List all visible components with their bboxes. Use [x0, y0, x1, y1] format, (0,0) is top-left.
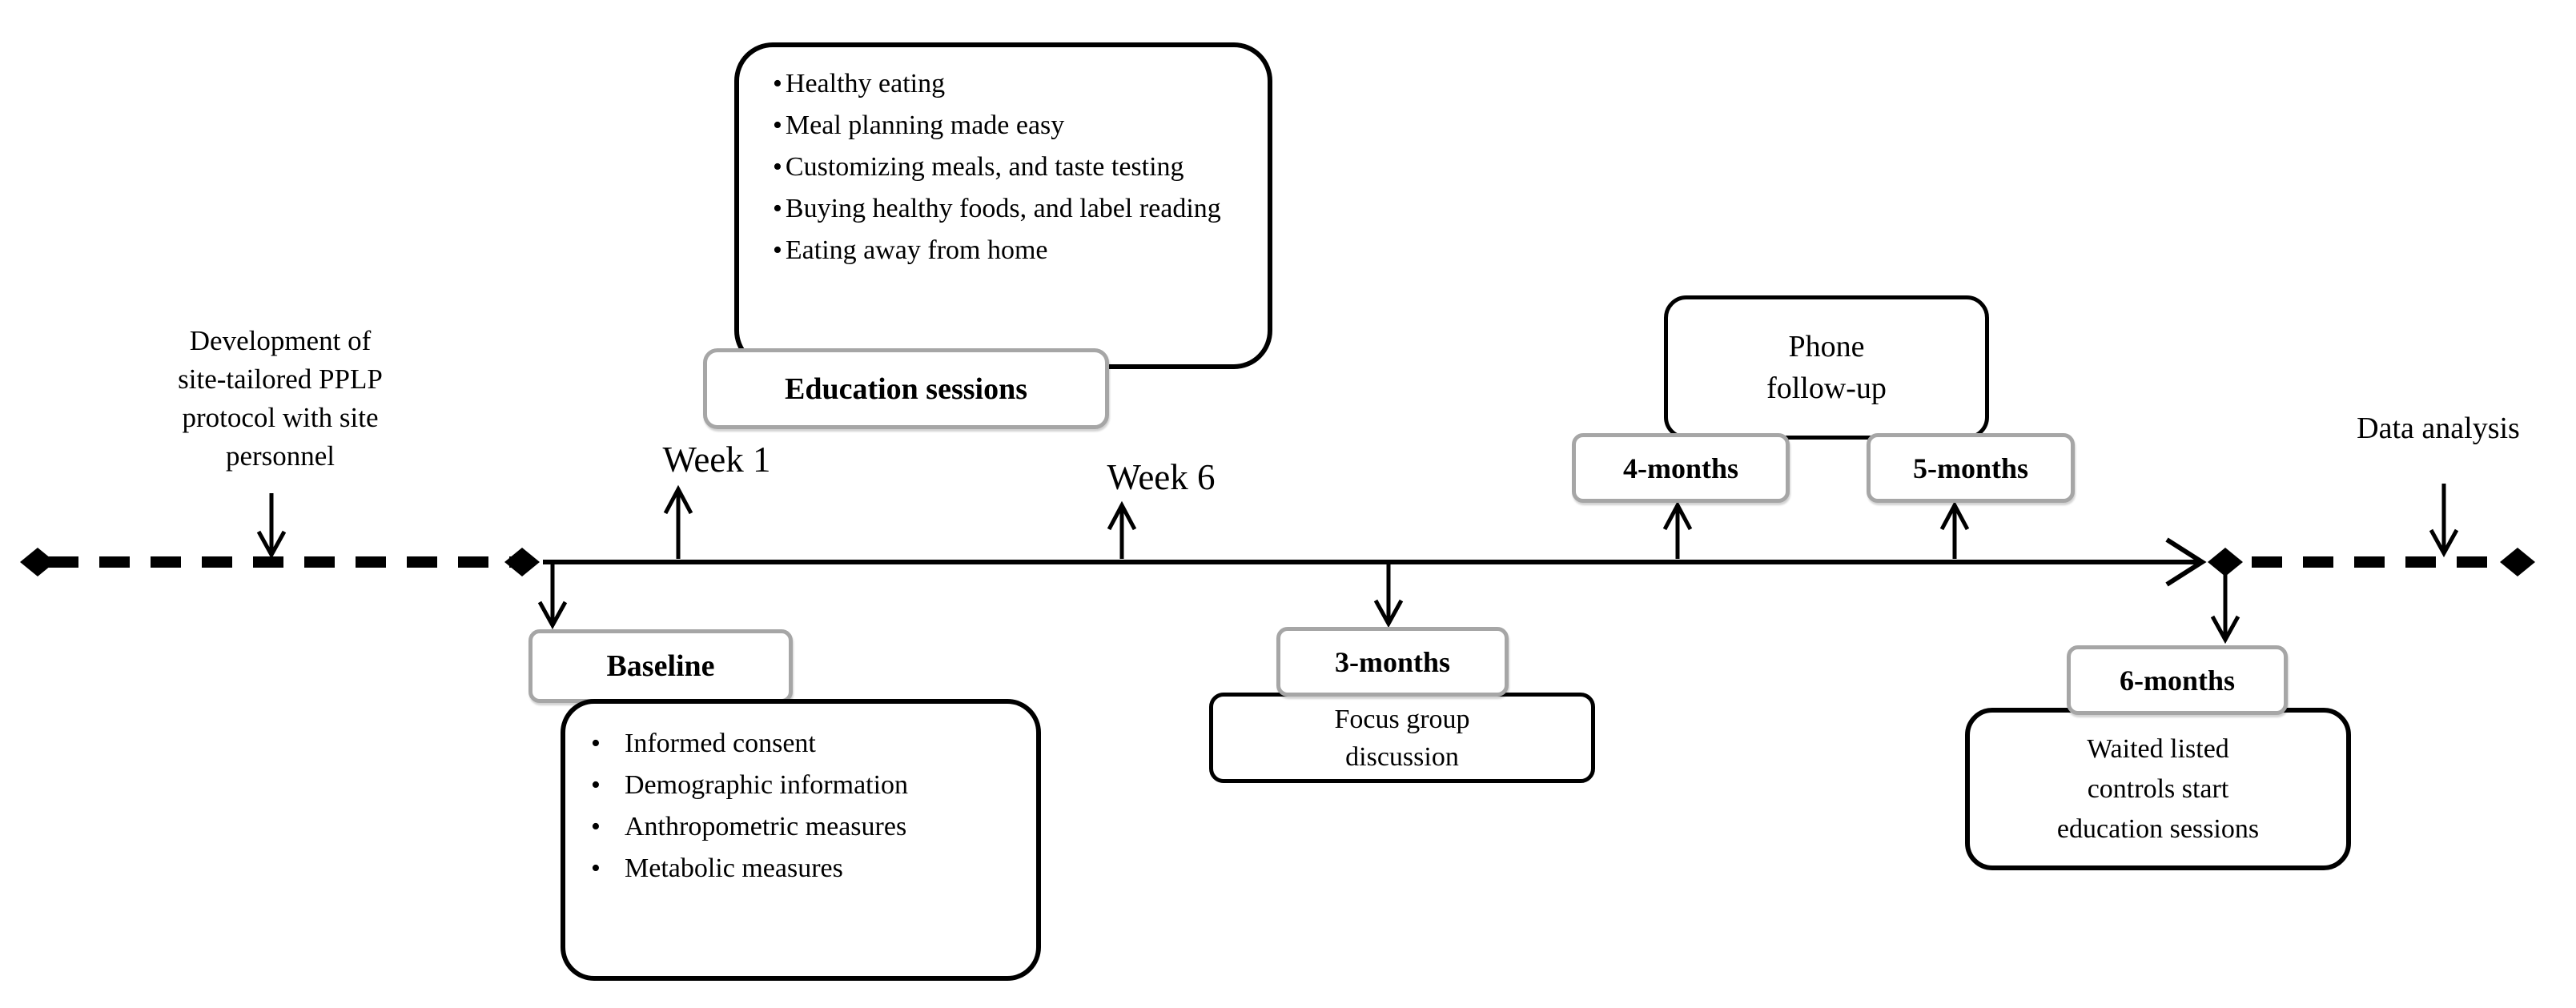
data-analysis-label: Data analysis — [2357, 412, 2520, 445]
six-months-label-box: 6-months — [2067, 645, 2288, 715]
week1-label: Week 1 — [662, 440, 771, 480]
baseline-measure-item: Anthropometric measures — [573, 806, 937, 848]
timeline-arrowhead-icon — [2165, 537, 2207, 587]
week6-arrow — [1107, 500, 1137, 559]
study-period-line — [543, 537, 2207, 587]
education-sessions-label-box: Education sessions — [703, 348, 1109, 429]
education-topics-list: Healthy eating Meal planning made easy C… — [773, 63, 1252, 271]
development-label-line: Development of — [189, 325, 372, 356]
waitlist-controls-box: Waited listed controls start education s… — [1965, 708, 2351, 870]
baseline-measure-item: Metabolic measures — [573, 848, 937, 890]
development-label-line: site-tailored PPLP — [178, 363, 383, 395]
focus-group-line: Focus group — [1334, 704, 1470, 734]
five-months-label: 5-months — [1912, 452, 2029, 484]
development-label-line: personnel — [225, 440, 336, 472]
three-months-label: 3-months — [1334, 645, 1451, 678]
three-months-label-box: 3-months — [1276, 627, 1509, 697]
focus-group-line: discussion — [1345, 741, 1459, 772]
diamond-preend-icon — [504, 548, 540, 576]
diamond-start-icon — [20, 548, 55, 576]
phone-followup-box: Phone follow-up — [1664, 295, 1989, 440]
development-arrow — [256, 493, 287, 560]
pre-phase-dashed-line — [20, 548, 540, 576]
education-topic-item: Customizing meals, and taste testing — [773, 147, 1248, 188]
diamond-end-icon — [2500, 548, 2535, 576]
four-months-label: 4-months — [1622, 452, 1739, 484]
education-topic-item: Healthy eating — [773, 63, 1248, 105]
post-phase-dashed-line — [2208, 548, 2535, 576]
three-months-arrow — [1373, 564, 1404, 628]
baseline-measures-box: Informed consent Demographic information… — [561, 699, 1041, 981]
waitlist-controls-line: controls start — [2087, 773, 2229, 804]
baseline-arrow — [537, 563, 568, 630]
week1-arrow — [663, 484, 693, 559]
baseline-measure-item: Informed consent — [573, 723, 937, 765]
six-months-arrow — [2210, 570, 2240, 645]
five-months-arrow — [1939, 500, 1970, 559]
baseline-label: Baseline — [606, 649, 715, 683]
waitlist-controls-line: Waited listed — [2087, 733, 2229, 764]
education-topic-item: Buying healthy foods, and label reading — [773, 188, 1248, 230]
phone-followup-line: follow-up — [1766, 371, 1887, 405]
baseline-measure-item: Demographic information — [573, 765, 937, 806]
education-sessions-label: Education sessions — [784, 371, 1028, 406]
data-analysis-arrow — [2429, 484, 2459, 558]
education-topic-item: Eating away from home — [773, 230, 1248, 271]
diamond-postart-icon — [2208, 548, 2243, 576]
baseline-measures-list: Informed consent Demographic information… — [573, 723, 1028, 890]
phone-followup-line: Phone — [1788, 330, 1865, 363]
five-months-label-box: 5-months — [1867, 433, 2075, 503]
education-topics-box: Healthy eating Meal planning made easy C… — [734, 42, 1272, 369]
baseline-label-box: Baseline — [528, 629, 793, 703]
four-months-label-box: 4-months — [1572, 433, 1790, 503]
six-months-label: 6-months — [2119, 664, 2236, 697]
development-label-line: protocol with site — [182, 402, 379, 433]
focus-group-box: Focus group discussion — [1209, 693, 1595, 783]
development-label: Development of site-tailored PPLP protoc… — [124, 322, 436, 476]
education-topic-item: Meal planning made easy — [773, 105, 1248, 147]
week6-label: Week 6 — [1107, 457, 1216, 497]
four-months-arrow — [1662, 500, 1693, 559]
waitlist-controls-line: education sessions — [2056, 813, 2260, 844]
